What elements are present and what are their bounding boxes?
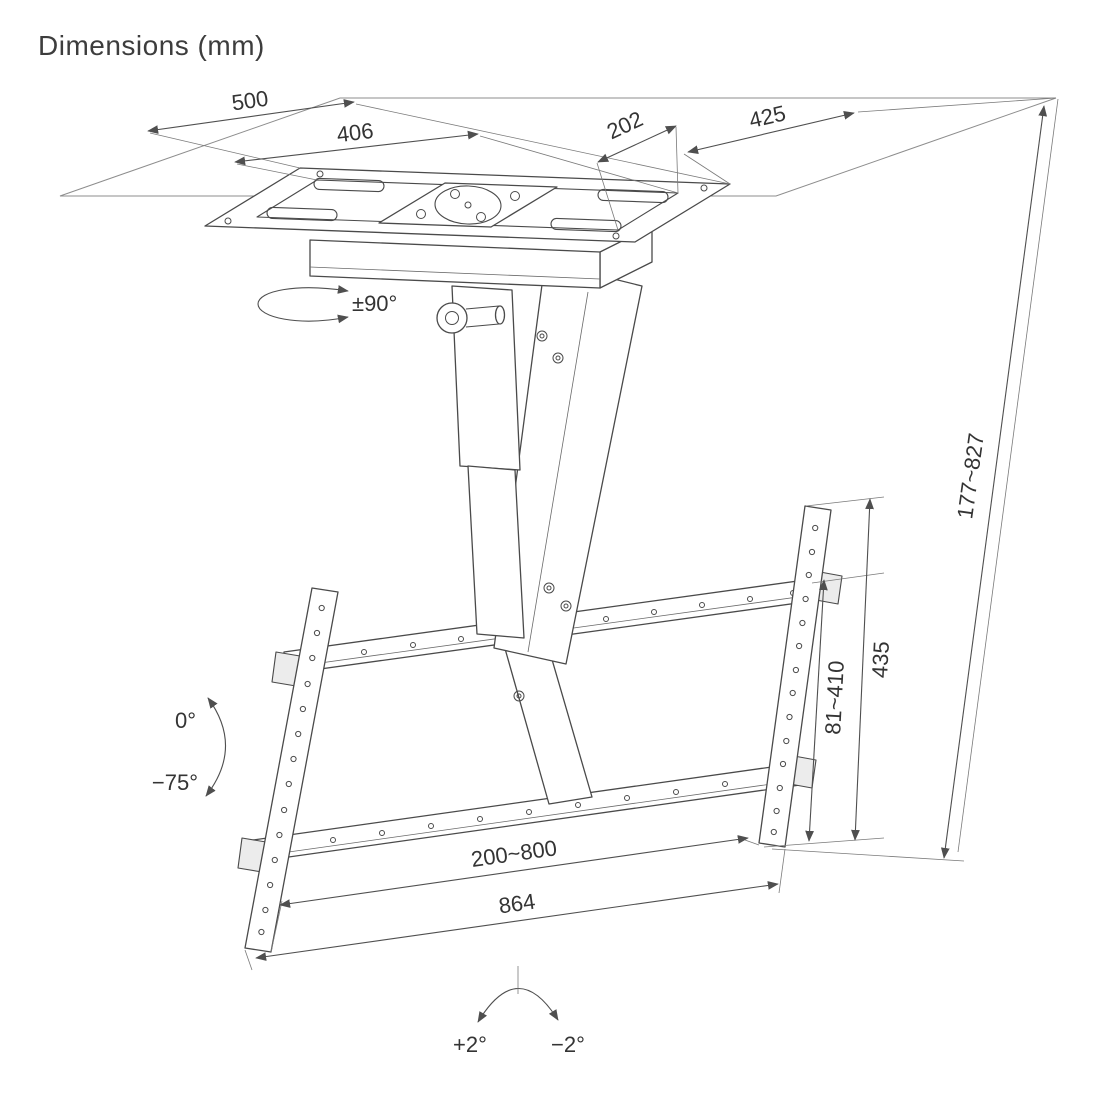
vesa-horizontal-label: 200~800 bbox=[470, 835, 559, 872]
pivot-knob bbox=[436, 302, 506, 334]
right-vesa-bracket bbox=[758, 505, 832, 848]
level-plus-label: +2° bbox=[453, 1032, 487, 1057]
drop-range-label: 177~827 bbox=[952, 432, 989, 521]
dimension-lines bbox=[147, 99, 1048, 961]
left-vesa-bracket bbox=[244, 587, 339, 953]
swivel-range-label: ±90° bbox=[352, 291, 397, 316]
vesa-vertical-label: 81~410 bbox=[820, 660, 849, 735]
tilt-zero-label: 0° bbox=[175, 708, 196, 733]
dim-500-label: 500 bbox=[230, 86, 270, 116]
dim-425-label: 425 bbox=[747, 100, 788, 133]
bracket-width-label: 864 bbox=[497, 889, 537, 919]
dim-406-label: 406 bbox=[335, 118, 374, 147]
telescopic-column bbox=[451, 285, 525, 639]
ceiling-plate bbox=[204, 167, 731, 243]
motion-arrows bbox=[205, 285, 559, 1023]
bracket-height-label: 435 bbox=[867, 641, 894, 679]
page-title: Dimensions (mm) bbox=[38, 30, 265, 61]
tilt-down-label: −75° bbox=[152, 770, 198, 795]
mount-assembly bbox=[204, 167, 843, 953]
swivel-arrow bbox=[257, 285, 349, 324]
dim-202-label: 202 bbox=[603, 106, 647, 144]
tilt-arrow bbox=[205, 697, 226, 797]
motor-housing bbox=[309, 225, 653, 289]
level-minus-label: −2° bbox=[551, 1032, 585, 1057]
dimension-annotations: 500 406 202 425 ±90° 177~827 81~410 435 … bbox=[147, 86, 1059, 1057]
